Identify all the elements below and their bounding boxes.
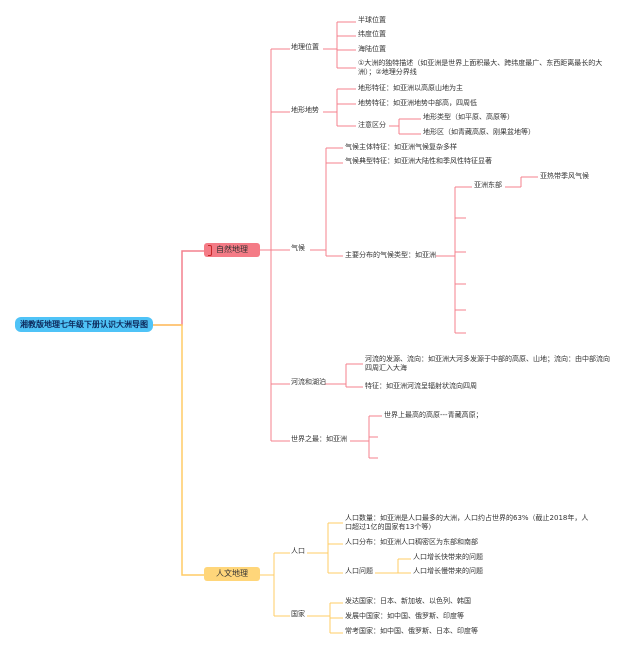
node-population-problem-item: 人口增长慢带来的问题 — [413, 567, 483, 575]
node-world: 世界之最：如亚洲 — [291, 435, 347, 443]
node-terrain-item: 地势特征：如亚洲地势中部高，四周低 — [358, 99, 477, 107]
node-climate-types: 主要分布的气候类型：如亚洲 — [345, 251, 436, 259]
node-world-item: 世界上最高的高原---青藏高原； — [384, 411, 483, 419]
node-population-distribution: 人口分布：如亚洲人口稠密区为东部和南部 — [345, 538, 478, 546]
node-location-item: ①大洲的独特描述（如亚洲是世界上面积最大、跨纬度最广、东西距离最长的大洲）；②地… — [358, 59, 603, 76]
category-nature-label: 自然地理 — [216, 245, 248, 254]
category-human: 人文地理 — [204, 567, 260, 581]
node-countries-item: 发达国家：日本、新加坡、以色列、韩国 — [345, 597, 471, 605]
node-terrain-zone-item: 地形类型（如平原、高原等） — [423, 113, 514, 121]
node-location: 地理位置 — [291, 43, 319, 51]
node-location-item: 海陆位置 — [358, 45, 386, 53]
node-rivers-feature: 特征：如亚洲河流呈辐射状流向四周 — [365, 382, 477, 390]
node-countries-item: 常考国家：如中国、俄罗斯、日本、印度等 — [345, 627, 478, 635]
node-location-item: 半球位置 — [358, 16, 386, 24]
node-population-problem-item: 人口增长快带来的问题 — [413, 553, 483, 561]
node-terrain-item: 地形特征：如亚洲以高原山地为主 — [358, 84, 463, 92]
mindmap-root: 湘教版地理七年级下册认识大洲导图 — [15, 317, 153, 332]
node-location-item: 纬度位置 — [358, 30, 386, 38]
flag-icon — [208, 245, 212, 256]
node-climate-east: 亚洲东部 — [474, 181, 502, 189]
category-nature: 自然地理 — [204, 243, 260, 257]
node-climate-main: 气候主体特征：如亚洲气候复杂多样 — [345, 143, 457, 151]
node-population: 人口 — [291, 547, 305, 555]
node-countries-item: 发展中国家：如中国、俄罗斯、印度等 — [345, 612, 464, 620]
node-countries: 国家 — [291, 610, 305, 618]
node-climate-typical: 气候典型特征：如亚洲大陆性和季风性特征显著 — [345, 157, 492, 165]
node-terrain-zones: 注意区分 — [358, 121, 386, 129]
node-terrain-zone-item: 地形区（如青藏高原、刚果盆地等） — [423, 128, 535, 136]
node-climate-east-type: 亚热带季风气候 — [540, 172, 589, 180]
category-human-label: 人文地理 — [216, 569, 248, 578]
node-terrain: 地形地势 — [291, 106, 319, 114]
node-rivers: 河流和湖泊 — [291, 378, 326, 386]
node-rivers-source: 河流的发源、流向：如亚洲大河多发源于中部的高原、山地；流向：由中部流向四周汇入大… — [365, 355, 610, 372]
node-climate: 气候 — [291, 244, 305, 252]
node-population-problems: 人口问题 — [345, 567, 373, 575]
node-population-count: 人口数量：如亚洲是人口最多的大洲，人口约占世界的63%（截止2018年，人口超过… — [345, 514, 589, 531]
